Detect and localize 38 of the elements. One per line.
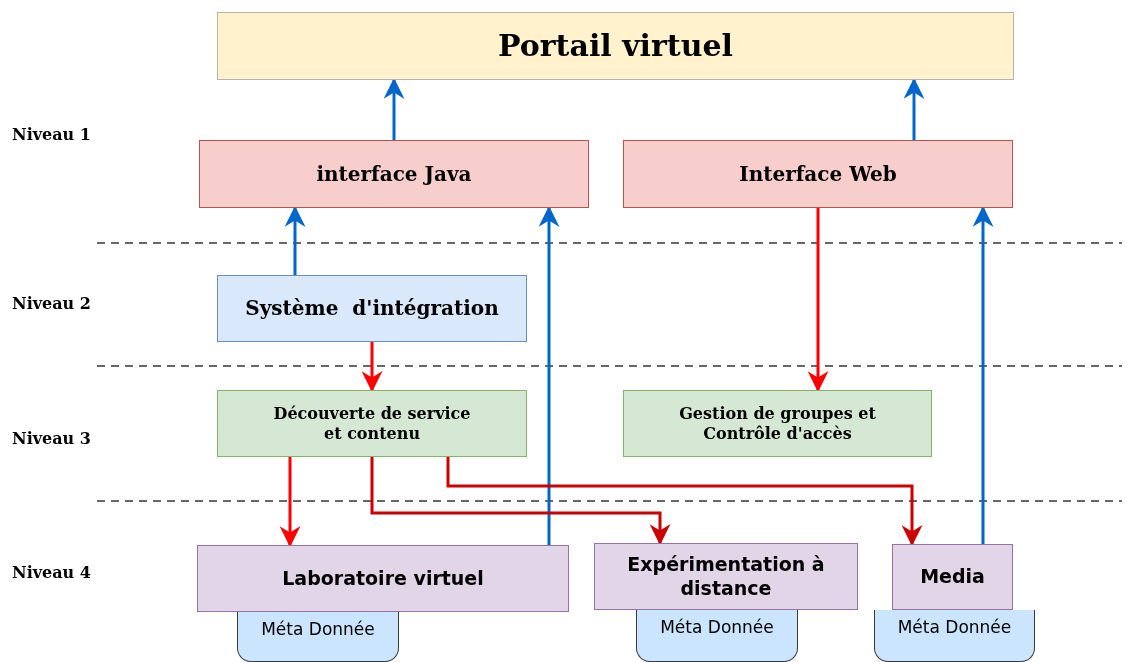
node-label: Gestion de groupes et Contrôle d'accès xyxy=(678,403,877,444)
arrow xyxy=(383,77,405,140)
metadata-box xyxy=(237,612,399,662)
interface-box xyxy=(199,140,589,208)
level-label: Niveau 1 xyxy=(12,125,91,144)
node-label: interface Java xyxy=(315,161,473,187)
arrow xyxy=(446,457,923,547)
level-label: Niveau 3 xyxy=(12,429,91,448)
node-label: Interface Web xyxy=(738,161,898,187)
arrow xyxy=(538,205,560,545)
node-label: Méta Donnée xyxy=(260,619,376,641)
portal-box xyxy=(217,12,1014,80)
level-label: Niveau 2 xyxy=(12,294,91,313)
arrow xyxy=(279,457,301,548)
resource-box xyxy=(594,543,858,610)
level-label: Niveau 4 xyxy=(12,563,91,582)
arrow xyxy=(807,208,829,393)
arrow xyxy=(370,457,671,546)
arrow xyxy=(972,205,994,544)
resource-box xyxy=(892,544,1013,610)
process-box xyxy=(217,275,527,342)
node-label: Laboratoire virtuel xyxy=(281,566,485,591)
node-label: Méta Donnée xyxy=(659,617,775,639)
interface-box xyxy=(623,140,1013,208)
service-box xyxy=(623,390,932,457)
arrow xyxy=(284,205,306,275)
node-label: Media xyxy=(919,565,986,589)
resource-box xyxy=(197,545,569,612)
node-label: Expérimentation à distance xyxy=(626,552,826,601)
node-label: Méta Donnée xyxy=(896,617,1013,639)
service-box xyxy=(217,390,527,457)
metadata-box xyxy=(874,610,1035,662)
arrow xyxy=(361,342,383,393)
node-label: Découverte de service et contenu xyxy=(272,403,472,444)
node-label: Système d'intégration xyxy=(244,296,500,321)
arrow xyxy=(903,77,925,140)
metadata-box xyxy=(636,610,798,662)
node-label: Portail virtuel xyxy=(497,27,734,65)
